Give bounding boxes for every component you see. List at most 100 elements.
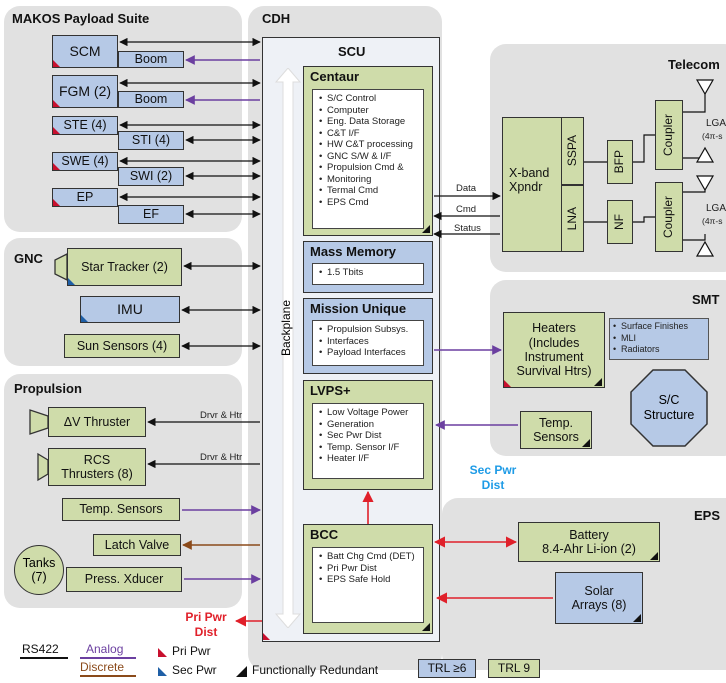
legend-analog-line <box>80 657 136 659</box>
centaur-title: Centaur <box>310 69 360 84</box>
smt-bullet: Surface Finishes <box>613 321 705 333</box>
centaur-card: Centaur S/C Control Computer Eng. Data S… <box>303 66 433 236</box>
sspa-box: SSPA <box>561 117 584 185</box>
centaur-item: HW C&T processing <box>319 139 419 151</box>
smt-temp-redundant-marker <box>582 439 590 447</box>
legend-pri-pwr: Pri Pwr <box>172 644 211 658</box>
heaters-label-line3: Instrument <box>524 350 584 364</box>
fgm-pri-pwr-marker <box>53 100 60 107</box>
bcc-list: Batt Chg Cmd (DET) Pri Pwr Dist EPS Safe… <box>312 547 424 623</box>
legend-discrete: Discrete <box>80 660 125 674</box>
solar-label-line1: Solar <box>584 583 614 598</box>
legend-discrete-line <box>80 675 136 677</box>
bfp-label: BFP <box>612 150 627 174</box>
rcs-label-line1: RCS <box>83 452 111 467</box>
latch-valve-box: Latch Valve <box>93 534 181 556</box>
bfp-box: BFP <box>607 140 633 184</box>
lga-label-2: LGA <box>706 203 726 214</box>
legend-sec-pwr: Sec Pwr <box>172 663 217 677</box>
swe-box: SWE (4) <box>52 152 118 171</box>
legend-trl9: TRL 9 <box>488 659 540 678</box>
centaur-item: Termal Cmd <box>319 185 419 197</box>
sc-structure-label: S/C Structure <box>629 368 709 448</box>
sec-pwr-line1: Sec Pwr <box>469 463 517 477</box>
mission-unique-item: Payload Interfaces <box>319 347 419 359</box>
smt-bullet: Radiators <box>613 344 705 356</box>
gnc-panel-title: GNC <box>14 251 43 266</box>
cmd-link-label: Cmd <box>456 204 477 215</box>
bcc-card: BCC Batt Chg Cmd (DET) Pri Pwr Dist EPS … <box>303 524 433 634</box>
xband-label-line1: X-band <box>509 166 550 180</box>
boom-box-2: Boom <box>118 91 184 108</box>
heaters-redundant-marker <box>594 378 602 386</box>
drvr-htr-label-2: Drvr & Htr <box>200 452 243 463</box>
lvps-item: Low Voltage Power <box>319 407 419 419</box>
drvr-htr-label-1: Drvr & Htr <box>200 410 243 421</box>
legend-rs422: RS422 <box>22 642 59 656</box>
legend-redundant-icon <box>236 666 247 677</box>
mass-memory-title: Mass Memory <box>310 244 396 259</box>
scm-pri-pwr-marker <box>53 60 60 67</box>
lvps-item: Heater I/F <box>319 453 419 465</box>
data-link-label: Data <box>456 183 477 194</box>
centaur-item: EPS Cmd <box>319 197 419 209</box>
centaur-item-continued: Computer <box>319 105 419 117</box>
coupler-box-2: Coupler <box>655 182 683 252</box>
battery-label-line1: Battery <box>569 527 609 542</box>
sc-structure-line1: S/C <box>658 393 680 407</box>
legend-pri-pwr-icon <box>158 648 167 657</box>
mission-unique-card: Mission Unique Propulsion Subsys. Interf… <box>303 298 433 374</box>
lvps-list: Low Voltage Power Generation Sec Pwr Dis… <box>312 403 424 479</box>
smt-bullet: MLI <box>613 333 705 345</box>
solar-label-line2: Arrays (8) <box>571 598 627 612</box>
mission-unique-item-continued: Interfaces <box>319 336 419 348</box>
prop-temp-sensors-box: Temp. Sensors <box>62 498 180 521</box>
mission-unique-item: Propulsion Subsys. <box>319 324 419 336</box>
legend-trl6: TRL ≥6 <box>418 659 476 678</box>
swi-box: SWI (2) <box>118 167 184 186</box>
coupler-label-1: Coupler <box>661 113 676 157</box>
smt-panel-title: SMT <box>692 292 720 307</box>
smt-bullets-box: Surface Finishes MLI Radiators <box>609 318 709 360</box>
sec-pwr-dist-label: Sec Pwr Dist <box>458 463 528 493</box>
coupler-label-2: Coupler <box>661 195 676 239</box>
lvps-item: Temp. Sensor I/F <box>319 442 419 454</box>
centaur-function-list: S/C Control Computer Eng. Data Storage C… <box>312 89 424 229</box>
legend-sec-pwr-icon <box>158 667 167 676</box>
rcs-thrusters-box: RCS Thrusters (8) <box>48 448 146 486</box>
makos-panel-title: MAKOS Payload Suite <box>12 11 150 26</box>
bcc-item: Pri Pwr Dist <box>319 563 419 575</box>
scu-pri-pwr-marker <box>263 633 270 640</box>
imu-sec-pwr-marker <box>81 315 88 322</box>
ep-box: EP <box>52 188 118 207</box>
lvps-item-continued: Generation <box>319 419 419 431</box>
mass-memory-item: 1.5 Tbits <box>319 267 419 279</box>
ef-box: EF <box>118 205 184 224</box>
bcc-item: EPS Safe Hold <box>319 574 419 586</box>
tanks-label-line1: Tanks <box>22 555 56 570</box>
heaters-label-line1: Heaters <box>532 321 576 336</box>
cdh-panel-title: CDH <box>262 11 291 26</box>
status-link-label: Status <box>454 223 481 234</box>
nf-label: NF <box>612 214 627 230</box>
coupler-box-1: Coupler <box>655 100 683 170</box>
battery-box: Battery 8.4-Ahr Li-ion (2) <box>518 522 660 562</box>
imu-box: IMU <box>80 296 180 323</box>
swe-pri-pwr-marker <box>53 163 60 170</box>
legend-func-redundant: Functionally Redundant <box>252 663 379 677</box>
star-tracker-box: Star Tracker (2) <box>67 248 182 286</box>
makos-panel <box>4 6 242 232</box>
scm-box: SCM <box>52 35 118 68</box>
telecom-panel-title: Telecom <box>668 57 720 72</box>
lvps-item: Sec Pwr Dist <box>319 430 419 442</box>
lna-label: LNA <box>564 206 579 231</box>
lga-label-1: LGA <box>706 118 726 129</box>
heaters-pri-pwr-marker <box>504 380 511 387</box>
ste-pri-pwr-marker <box>53 127 60 134</box>
centaur-item: Eng. Data Storage <box>319 116 419 128</box>
sti-box: STI (4) <box>118 131 184 150</box>
centaur-item: S/C Control <box>319 93 419 105</box>
lvps-card: LVPS+ Low Voltage Power Generation Sec P… <box>303 380 433 490</box>
legend-analog: Analog <box>86 642 124 656</box>
